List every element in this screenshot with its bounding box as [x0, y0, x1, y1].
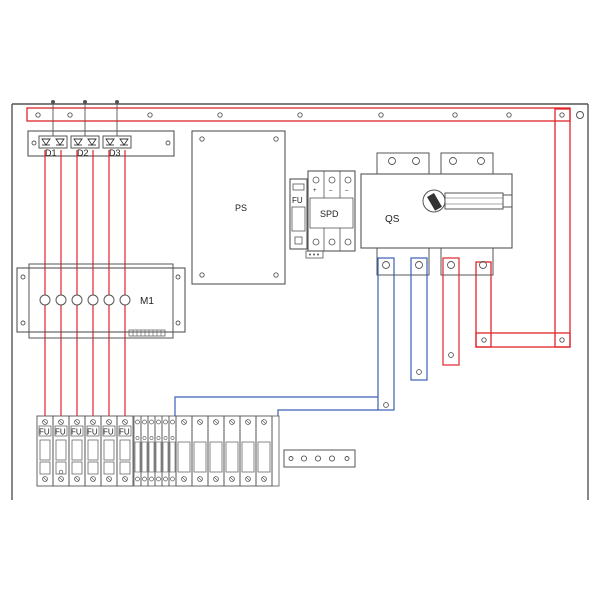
terminal-fuse-1: FU	[36, 415, 54, 487]
terminal-fuse-4: FU	[84, 415, 102, 487]
diode-label-d2: D2	[77, 148, 89, 158]
terminal-thin-1	[133, 415, 142, 487]
terminal-fuse-2: FU	[52, 415, 70, 487]
diode-red-wires	[44, 150, 126, 416]
panel-enclosure	[11, 103, 589, 500]
terminal-fuse-3: FU	[68, 415, 86, 487]
power-supply: PS	[191, 130, 286, 285]
surge-protector: + – – SPD	[305, 170, 356, 259]
terminal-fuse-5: FU	[100, 415, 118, 487]
diode-bracket	[27, 130, 175, 157]
terminal-block-3	[207, 415, 225, 487]
terminal-thin-5	[161, 415, 170, 487]
terminal-fuse-label: FU	[71, 428, 82, 437]
terminal-fuse-label: FU	[87, 428, 98, 437]
terminal-block-row: FU FU FU FU FU FU	[36, 415, 280, 487]
diode-d1: D1	[38, 100, 68, 158]
spd-label: SPD	[320, 209, 339, 219]
diode-label-d1: D1	[45, 148, 57, 158]
terminal-block-4	[223, 415, 241, 487]
terminal-strip	[283, 449, 356, 468]
terminal-block-2	[191, 415, 209, 487]
terminal-thin-6	[168, 415, 177, 487]
fuse-small: FU	[289, 178, 308, 250]
spd-mark-minus-2: –	[345, 188, 349, 194]
top-bus-rail	[26, 107, 571, 122]
diode-label-d3: D3	[109, 148, 121, 158]
terminal-thin-2	[140, 415, 149, 487]
diode-d3: D3	[102, 100, 132, 158]
blue-busbars	[174, 257, 428, 416]
diode-d2: D2	[70, 100, 100, 158]
fuse-small-label: FU	[292, 196, 303, 205]
terminal-fuse-label: FU	[55, 428, 66, 437]
main-switch-label: QS	[385, 214, 400, 225]
terminal-fuse-6: FU	[116, 415, 134, 487]
main-switch: QS	[360, 152, 513, 276]
red-busbars-qs	[442, 257, 460, 366]
terminal-fuse-label: FU	[39, 428, 50, 437]
terminal-fuse-label: FU	[103, 428, 114, 437]
right-red-bus	[475, 108, 571, 348]
terminal-block-5	[239, 415, 257, 487]
spd-mark-plus: +	[313, 188, 317, 194]
meter-label: M1	[140, 296, 154, 307]
terminal-block-1	[175, 415, 193, 487]
terminal-fuse-label: FU	[119, 428, 130, 437]
power-supply-label: PS	[235, 203, 247, 213]
spd-mark-minus-1: –	[329, 188, 333, 194]
terminal-thin-4	[154, 415, 163, 487]
terminal-thin-3	[147, 415, 156, 487]
terminal-block-6	[255, 415, 273, 487]
meter-m1: M1	[16, 263, 186, 339]
